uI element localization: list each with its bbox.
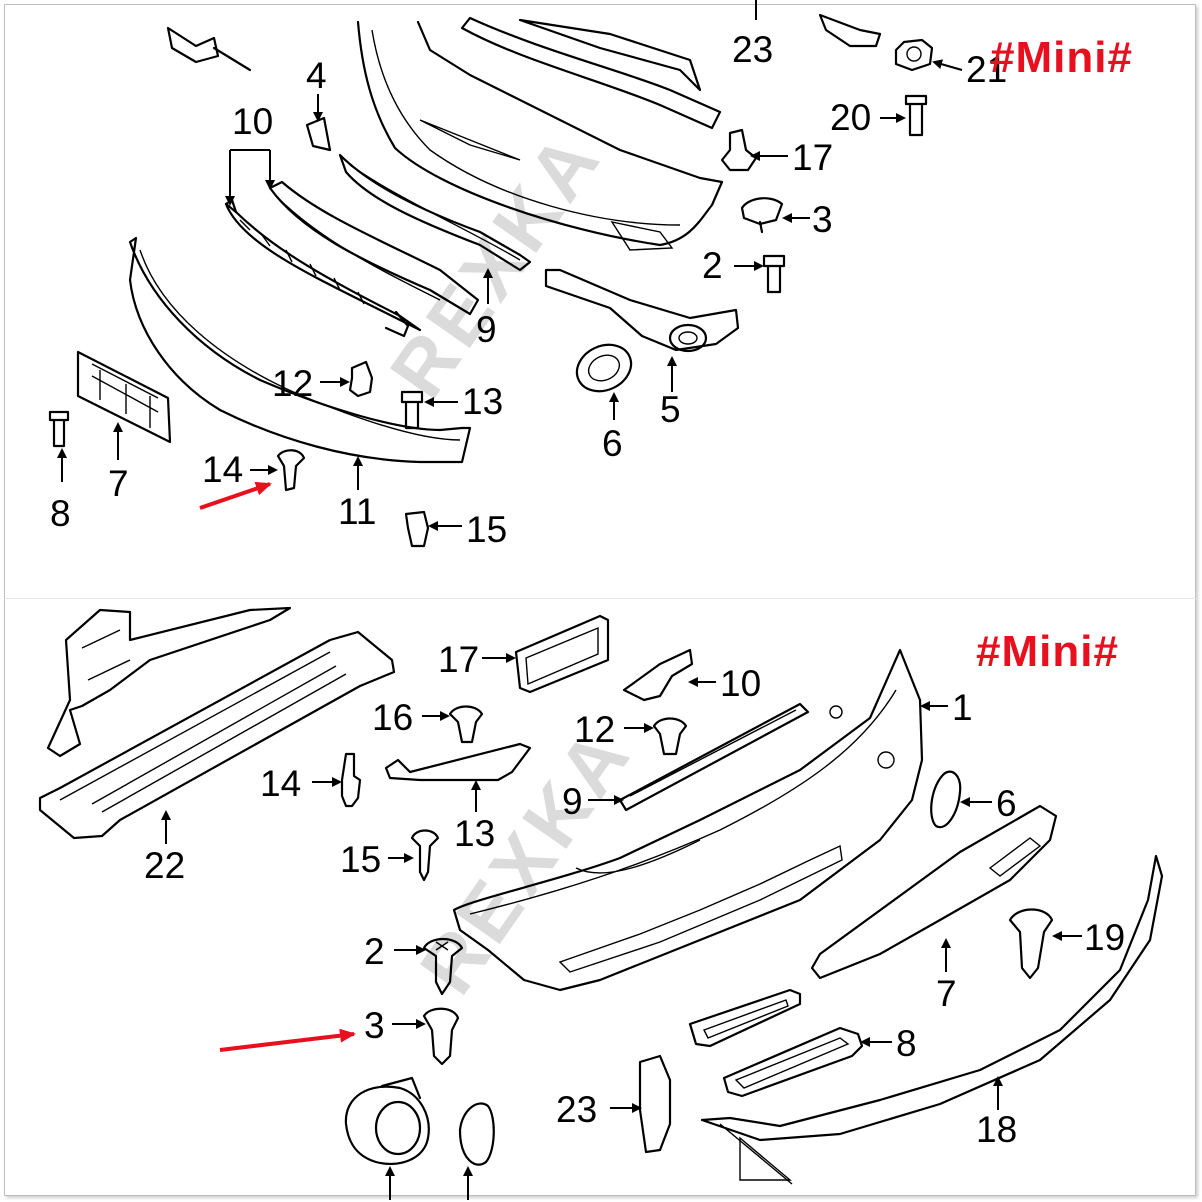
- lower-grille-10-front: [224, 202, 422, 332]
- strip-9: [338, 153, 532, 272]
- callout-b19: 19: [1084, 917, 1125, 958]
- top-labels: 23 21 20 4 10 17 3 2 9 12 13 5 6 7 8 14 …: [50, 29, 1007, 550]
- clip-14-rear: [340, 752, 362, 808]
- clip-19: [1008, 908, 1054, 980]
- callout-b10: 10: [720, 663, 761, 704]
- strip-9-rear: [618, 702, 810, 812]
- screw-2-rear: [422, 937, 464, 996]
- clip-15-top: [404, 510, 430, 548]
- sensor-top-23: [166, 26, 220, 64]
- reinforcement-bar-22: [38, 630, 396, 840]
- callout-b23: 23: [556, 1089, 597, 1130]
- rear-bumper-assembly: [38, 606, 1164, 1185]
- bracket-10-rear: [622, 648, 694, 702]
- callout-b15: 15: [340, 839, 381, 880]
- callout-b8: 8: [896, 1023, 917, 1064]
- bolt-20: [904, 94, 928, 137]
- front-bumper-assembly: [48, 13, 934, 548]
- callout-b14: 14: [260, 763, 301, 804]
- callout-t2: 2: [702, 245, 723, 286]
- callout-t7: 7: [108, 463, 129, 504]
- callout-b17: 17: [438, 639, 479, 680]
- callout-t8: 8: [50, 493, 71, 534]
- callout-b16: 16: [372, 697, 413, 738]
- callout-t5: 5: [660, 389, 681, 430]
- exhaust-trim-outer: [688, 988, 802, 1048]
- mini-tag-bottom: #Mini#: [976, 627, 1119, 676]
- sensor-ring: [458, 1102, 495, 1166]
- fog-ring-6: [575, 343, 633, 393]
- clip-12-top: [348, 360, 374, 398]
- exhaust-trim-8: [722, 1026, 864, 1098]
- bottom-labels: 17 10 1 16 12 14 13 9 6 22 15 2 19 7 3 8…: [144, 639, 1125, 1150]
- bracket-23-rear: [638, 1054, 672, 1154]
- clip-3-top: [740, 197, 784, 226]
- callout-b22: 22: [144, 845, 185, 886]
- clip-17: [720, 128, 758, 172]
- callout-b6: 6: [996, 783, 1017, 824]
- front-upper-grille: [460, 16, 722, 130]
- callout-t10: 10: [232, 101, 273, 142]
- callout-t3: 3: [812, 199, 833, 240]
- callout-t12: 12: [272, 363, 313, 404]
- mini-tag-top: #Mini#: [990, 33, 1133, 82]
- callout-b9: 9: [562, 781, 583, 822]
- callout-b18: 18: [976, 1109, 1017, 1150]
- callout-t11: 11: [338, 491, 376, 532]
- tow-cap-6: [930, 770, 962, 829]
- screw-15-rear: [410, 829, 440, 882]
- lower-valance-18: [700, 854, 1164, 1142]
- callout-t21: 21: [966, 49, 1007, 90]
- bolt-13-top: [400, 390, 424, 430]
- parking-sensor: [344, 1085, 430, 1166]
- bolt-2-top: [762, 254, 786, 294]
- front-bumper-cover: [356, 20, 724, 247]
- image-frame: [4, 4, 1196, 1196]
- reflector-17: [514, 614, 610, 694]
- callout-t15: 15: [466, 509, 507, 550]
- callout-t13: 13: [462, 381, 503, 422]
- callout-b13: 13: [454, 813, 495, 854]
- lower-spoiler-11: [128, 236, 472, 464]
- clip-14-top: [276, 449, 306, 492]
- callout-t4: 4: [306, 55, 327, 96]
- plate-bracket-7: [76, 350, 172, 444]
- callout-t17: 17: [792, 137, 833, 178]
- callout-b3: 3: [364, 1005, 385, 1046]
- lower-grille-10-rear: [268, 180, 480, 316]
- top-leader-lines: [57, 0, 963, 531]
- bottom-leader-lines: [161, 653, 1082, 1200]
- clip-16: [448, 705, 484, 744]
- clip-3-rear: [422, 1007, 460, 1066]
- bolt-8: [48, 410, 70, 448]
- callout-t23: 23: [732, 29, 773, 70]
- callout-b2: 2: [364, 931, 385, 972]
- callout-b12: 12: [574, 709, 615, 750]
- part-4-tag: [305, 116, 332, 152]
- nut-21: [894, 38, 934, 72]
- panel-divider: [4, 598, 1196, 599]
- callout-t14: 14: [202, 449, 243, 490]
- callout-t6: 6: [602, 423, 623, 464]
- bracket-13-rear: [384, 742, 532, 782]
- callout-t9: 9: [476, 309, 497, 350]
- callout-b7: 7: [936, 973, 957, 1014]
- callout-b1: 1: [952, 687, 973, 728]
- callout-t20: 20: [830, 97, 871, 138]
- lower-panel-5: [544, 268, 740, 352]
- rear-bumper-cover-1: [452, 648, 924, 992]
- diffuser-7: [810, 804, 1058, 980]
- clip-12-rear: [652, 717, 688, 756]
